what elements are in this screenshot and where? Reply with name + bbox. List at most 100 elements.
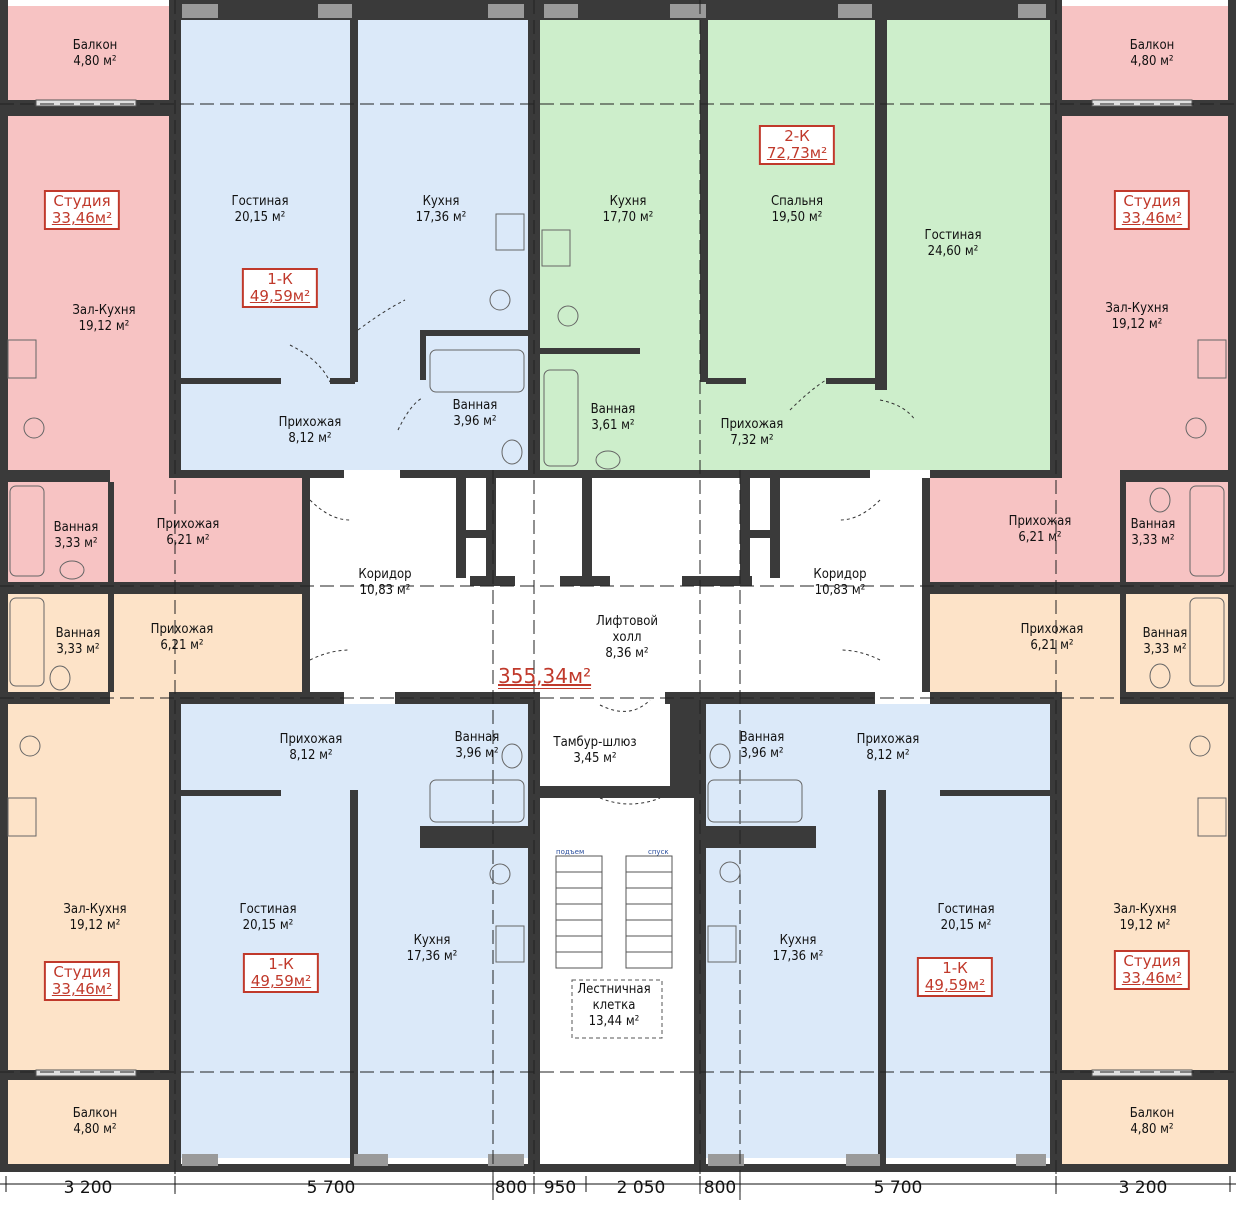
- fill-tr-studio-entry: [930, 470, 1228, 582]
- room-name: Зал-Кухня: [1113, 902, 1177, 917]
- fill-br-balcony: [1062, 1078, 1228, 1166]
- wall-lift-l2: [456, 478, 466, 578]
- room-name: Прихожая: [1008, 514, 1072, 529]
- sink-b1l: [489, 863, 511, 885]
- wall-v-528: [528, 0, 540, 476]
- room-area: 13,44 м²: [588, 1014, 640, 1029]
- window-1: [182, 4, 218, 18]
- room-area: 20,15 м²: [242, 918, 294, 933]
- wall-h-470-l: [169, 470, 344, 478]
- stove-bl: [7, 797, 37, 837]
- room-name: Прихожая: [856, 732, 920, 747]
- room-name: Кухня: [422, 194, 460, 209]
- stair-down-label: спуск: [648, 848, 669, 856]
- room-area: 20,15 м²: [234, 210, 286, 225]
- wall-bath-l2: [108, 594, 114, 692]
- wall-t1-bath: [420, 330, 528, 336]
- room-name: Тамбур-шлюз: [553, 735, 637, 750]
- total-area: 355,34м²: [498, 664, 592, 689]
- wall-v-878b: [878, 790, 886, 1170]
- room-area: 17,70 м²: [602, 210, 654, 225]
- door-corr-l2: [309, 649, 351, 661]
- window-16: [35, 1069, 137, 1077]
- fill-tl-studio: [6, 116, 169, 470]
- fill-tl-studio-entry: [6, 470, 302, 582]
- room-name: Гостиная: [239, 902, 297, 917]
- room-area: 6,21 м²: [1018, 530, 1062, 545]
- room-name: Зал-Кухня: [63, 902, 127, 917]
- wall-h-top-t1: [169, 0, 539, 20]
- wall-h-t2-entry: [706, 378, 746, 384]
- room-name: Балкон: [72, 1106, 118, 1121]
- wall-v-528b: [528, 704, 540, 1172]
- window-9: [354, 1154, 388, 1166]
- wall-v-875: [875, 0, 887, 390]
- room-name: Кухня: [609, 194, 647, 209]
- wall-bath-r1: [1120, 482, 1126, 582]
- tag-area: 33,46м²: [51, 980, 113, 998]
- sink-t2: [557, 305, 579, 327]
- stove-tl: [7, 339, 37, 379]
- window-13: [1016, 1154, 1046, 1166]
- room-area: 3,45 м²: [573, 751, 617, 766]
- room-area: 17,36 м²: [772, 949, 824, 964]
- wall-h-top-t2: [528, 0, 1062, 20]
- wall-corr-l2: [302, 594, 310, 692]
- room-name: Прихожая: [720, 417, 784, 432]
- tag-type: 1-К: [267, 270, 293, 288]
- tag-type: Студия: [53, 963, 111, 981]
- room-name: Кухня: [779, 933, 817, 948]
- room-area: 19,12 м²: [78, 319, 130, 334]
- tag-type: 1-К: [942, 959, 968, 977]
- wall-h-692-r: [930, 692, 1062, 704]
- room-area: 4,80 м²: [73, 1122, 117, 1137]
- door-corr-r1: [839, 499, 881, 521]
- room-area: 24,60 м²: [927, 244, 979, 259]
- bathtub-b1l: [429, 779, 525, 823]
- room-name: Ванная: [739, 730, 785, 745]
- room-area: 3,61 м²: [591, 418, 635, 433]
- stair-flight-right: [625, 855, 673, 969]
- stove-b1r: [707, 925, 737, 963]
- wall-h-t1-entry2: [330, 378, 355, 384]
- room-area: 10,83 м²: [814, 583, 866, 598]
- room-area: 19,12 м²: [1119, 918, 1171, 933]
- toilet-mr: [1149, 663, 1171, 689]
- stove-t2: [541, 229, 571, 267]
- wall-t1-bath-v: [420, 330, 426, 380]
- wall-corr-l: [302, 478, 310, 582]
- window-17: [1091, 1069, 1193, 1077]
- wall-v-350b: [350, 790, 358, 1170]
- toilet-b1r: [709, 743, 731, 769]
- wall-lift-r: [740, 478, 750, 578]
- stove-t1: [495, 213, 525, 251]
- window-12: [846, 1154, 880, 1166]
- wall-lift-r3: [740, 530, 780, 538]
- tag-type: 2-К: [784, 127, 810, 145]
- wall-b1r-bath: [706, 826, 816, 848]
- window-8: [182, 1154, 218, 1166]
- wall-corr-r2: [922, 594, 930, 692]
- dimension-line: [0, 1176, 1236, 1192]
- sink-br: [1189, 735, 1211, 757]
- room-name: Зал-Кухня: [72, 303, 136, 318]
- window-14: [35, 99, 137, 107]
- tag-type: Студия: [1123, 192, 1181, 210]
